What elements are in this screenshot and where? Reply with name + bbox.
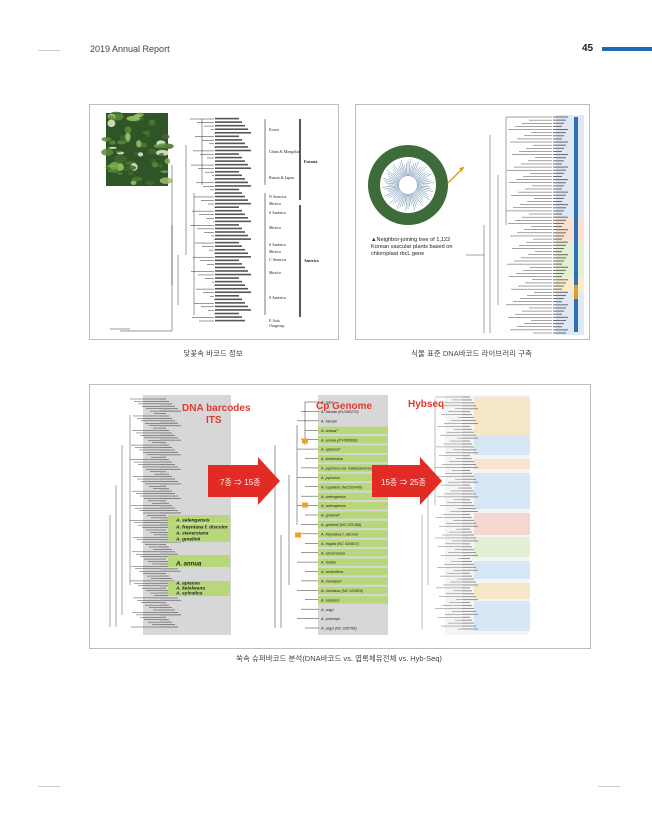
cp-taxon-label: A. annua* [320,429,338,433]
arrow-cp-to-hyb [372,457,442,505]
its-taxon-label: A. sylvatica [175,591,203,597]
region-c-america: C America [269,257,286,262]
arrow-its-to-cp [208,457,280,505]
its-taxon-label: A. apiacea [175,581,200,587]
region-outgroup: Outgroup [269,323,284,328]
cp-taxon-label: A. argyi (NC 030795) [320,627,357,631]
figure2-caption: 식물 표준 DNA바코드 라이브러리 구축 [411,349,532,358]
figure-halenia-barcode: Korea China & Mongolia Russia & Japan N … [89,104,339,340]
region-e-asia: E Asia [269,318,280,323]
cp-taxon-label: A. apiacea* [320,448,341,452]
cp-taxon-label: A. frigida (NC 020607) [320,542,360,546]
its-taxon-label: A. freyniana f. discolor [175,525,229,531]
cp-title: Cp Genome [316,401,373,412]
region-s-america-1: S America [269,210,286,215]
cp-taxon-label: A. rubri [320,401,333,405]
header-rule-left [38,50,60,51]
footer-rule-right [598,786,620,787]
cp-taxon-label: A. capillaris (NC031400) [320,485,363,489]
library-note: ▲Neighbor-joining tree of 1,122 Korean v… [371,237,453,257]
arrow1-label: 7종 ⇒ 15종 [220,478,261,487]
cp-taxon-label: A. annua (KY085890) [320,438,358,442]
its-title-1: DNA barcodes [182,403,251,414]
its-taxon-label: A. sieversiana [175,531,209,537]
cp-taxon-label: A. japonica var. hallaisanensis [320,467,372,471]
region-china: China & Mongolia [269,149,299,154]
region-s-america-2: S America [269,242,286,247]
region-mexico-1: Mexico [269,201,281,206]
halenia-tree-svg: Korea China & Mongolia Russia & Japan N … [101,111,319,332]
cp-taxon-label: A. fukudo [320,419,337,423]
region-n-america: N America [269,194,287,199]
library-tree-svg: ▲Neighbor-joining tree of 1,122 Korean v… [368,115,584,335]
cp-taxon-label: A. selengensis [320,504,346,508]
footer-rule-left [38,786,60,787]
region-s-america-3: S America [269,295,286,300]
cp-taxon-label: A. fukudo (KU360270) [320,410,359,414]
cp-taxon-label: A. keiskeana [320,457,343,461]
region-russia: Russia & Japan [269,175,294,180]
plant-photo [106,113,168,186]
region-mexico-4: Mexico [269,270,281,275]
hyb-title: Hybseq [408,399,444,410]
its-taxon-label: A. keiskeana [175,586,205,592]
page-accent-bar [602,47,652,51]
cp-taxon-label: A. feddei [320,561,336,565]
cp-taxon-label: A. freyniana f. discolor [320,532,359,536]
cp-taxon-label: A. stolonifera [320,570,343,574]
cp-taxon-label: A. gmelinii (NC 031399) [320,523,362,527]
figure3-caption: 쑥속 슈퍼바코드 분석(DNA바코드 vs. 엽록체유전체 vs. Hyb-Se… [236,654,442,663]
cp-taxon-label: A. sieversiana [320,551,345,555]
region-mexico-3: Mexico [269,249,281,254]
clade-america: America [304,258,319,263]
page-number: 45 [582,43,594,54]
cp-taxon-label: A. argyi [320,608,334,612]
cp-taxon-label: A. princeps [320,617,340,621]
clade-eurasia: Eurasia [304,159,317,164]
region-korea: Korea [269,127,279,132]
its-taxon-label: A. gmelinii [175,537,201,543]
cp-taxon-label: A. selengensis [320,495,346,499]
figure-dna-library: ▲Neighbor-joining tree of 1,122 Korean v… [355,104,590,340]
cp-taxon-label: A. rubripes [320,598,339,602]
report-title: 2019 Annual Report [90,44,170,54]
its-taxon-label: A. selengensis [175,518,210,524]
region-mexico-2: Mexico [269,225,281,230]
its-taxon-label: A. annua [175,562,202,568]
cp-taxon-label: A. gmelinii* [320,514,341,518]
its-title-2: ITS [206,415,222,426]
cp-taxon-label: A. montana (NC 025910) [320,589,364,593]
arrow2-label: 15종 ⇒ 25종 [381,478,426,487]
cp-taxon-label: A. montana* [320,580,342,584]
figure1-caption: 닻꽃속 바코드 정보 [183,349,243,358]
cp-taxon-label: A. japonica [320,476,340,480]
